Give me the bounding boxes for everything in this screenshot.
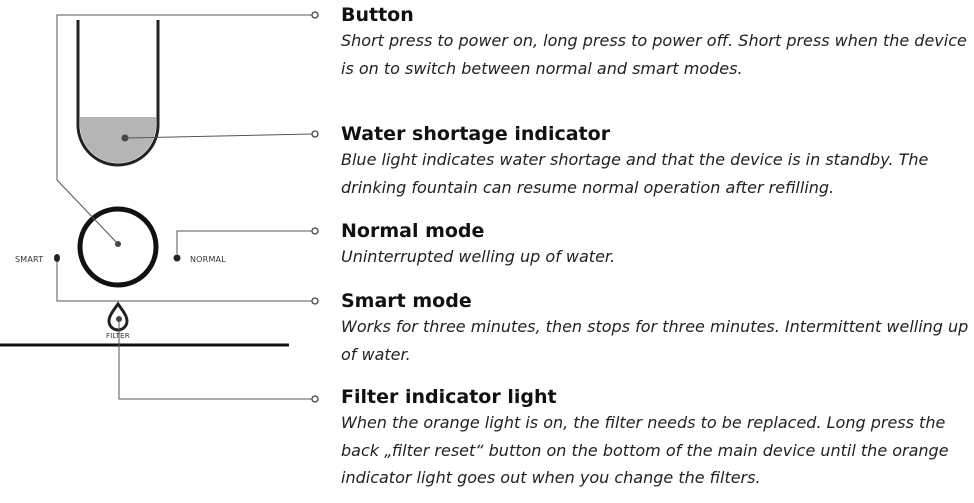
entry-desc-line: Blue light indicates water shortage and … [341, 150, 929, 169]
leader-line-button [56, 14, 312, 245]
entry-desc-line: is on to switch between normal and smart… [341, 58, 743, 78]
filter-label: FILTER [106, 332, 130, 340]
smart-label: SMART [15, 255, 43, 264]
entry-desc-line: of water. [341, 344, 411, 364]
filter-indicator-dot [116, 316, 122, 322]
power-button-ring [77, 206, 159, 288]
leader-line-normal [176, 230, 312, 254]
entry-title: Smart mode [341, 290, 472, 312]
normal-indicator-dot [173, 254, 181, 262]
entry-title: Button [341, 4, 414, 26]
entry-normal-mode: Normal mode Uninterrupted welling up of … [341, 219, 971, 271]
leader-end-filter [311, 395, 319, 403]
entry-title: Filter indicator light [341, 386, 557, 408]
entry-smart-mode: Smart mode Works for three minutes, then… [341, 289, 971, 368]
smart-indicator-dot [54, 254, 60, 262]
entry-water-shortage: Water shortage indicator Blue light indi… [341, 122, 971, 201]
entry-title: Normal mode [341, 220, 485, 242]
leader-line-filter [118, 322, 312, 400]
leader-end-smart [311, 297, 319, 305]
filter-drop-icon [107, 301, 129, 332]
entry-title: Water shortage indicator [341, 123, 611, 145]
leader-end-water [311, 130, 319, 138]
leader-line-smart [56, 262, 312, 302]
water-level-fill [80, 117, 156, 163]
leader-end-button [311, 11, 319, 19]
water-tank-outline [76, 20, 160, 167]
entry-button: Button Short press to power on, long pre… [341, 3, 971, 82]
entry-desc-line: Works for three minutes, then stops for … [341, 317, 969, 336]
entry-desc-line: drinking fountain can resume normal oper… [341, 177, 835, 197]
entry-desc-line: Short press to power on, long press to p… [341, 31, 967, 50]
entry-desc-line: Uninterrupted welling up of water. [341, 247, 616, 266]
entry-filter-indicator: Filter indicator light When the orange l… [341, 385, 971, 492]
entry-desc-line: indicator light goes out when you change… [341, 468, 761, 487]
entry-desc-line: back „filter reset“ button on the bottom… [341, 440, 949, 460]
leader-end-normal [311, 227, 319, 235]
leader-line-water [124, 133, 313, 139]
normal-label: NORMAL [190, 255, 226, 264]
entry-desc-line: When the orange light is on, the filter … [341, 413, 946, 432]
